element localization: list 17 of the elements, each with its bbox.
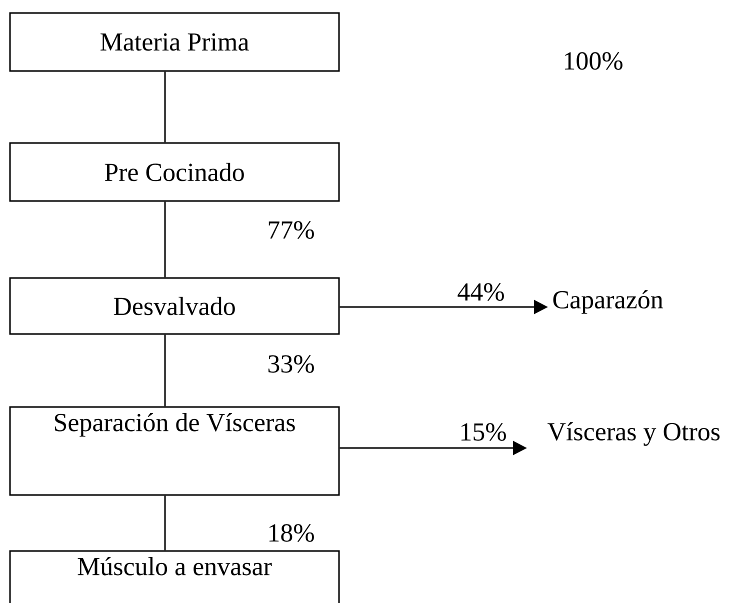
connector-line bbox=[164, 334, 166, 406]
percentage-label: 33% bbox=[268, 355, 314, 373]
process-box: Materia Prima bbox=[9, 12, 340, 72]
percentage-label: 100% bbox=[564, 52, 622, 70]
edge-label: 15% bbox=[461, 423, 506, 441]
process-box: Separación de Vísceras bbox=[9, 406, 340, 496]
process-box: Músculo a envasar bbox=[9, 550, 340, 603]
output-label: Vísceras y Otros bbox=[548, 422, 720, 446]
edge-label: 44% bbox=[458, 283, 504, 301]
percentage-label: 77% bbox=[268, 221, 314, 239]
output-label: Caparazón bbox=[553, 290, 663, 314]
process-box: Desvalvado bbox=[9, 277, 340, 335]
connector-line bbox=[164, 202, 166, 278]
percentage-label: 18% bbox=[269, 524, 314, 542]
process-box: Pre Cocinado bbox=[9, 142, 340, 202]
connector-line bbox=[164, 496, 166, 550]
connector-line bbox=[164, 72, 166, 142]
